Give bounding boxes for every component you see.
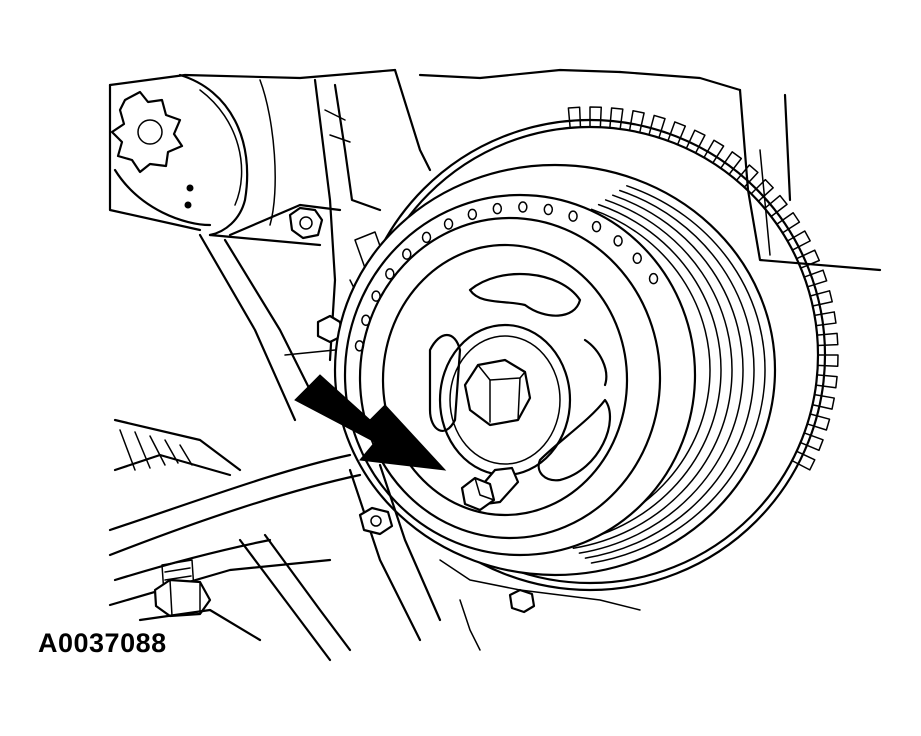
- reluctor-tooth: [816, 332, 839, 347]
- figure-id-label: A0037088: [38, 628, 167, 658]
- timing-hole: [421, 231, 432, 244]
- reluctor-tooth: [648, 114, 666, 139]
- pulley-groove: [590, 185, 766, 564]
- stud-nut: [138, 559, 262, 642]
- reluctor-tooth: [776, 212, 801, 234]
- reluctor-tooth: [813, 311, 837, 327]
- reluctor-tooth: [750, 178, 774, 203]
- timing-cover: [110, 73, 322, 247]
- reluctor-tooth: [799, 432, 824, 452]
- timing-hole: [361, 314, 371, 327]
- timing-hole: [648, 272, 659, 285]
- reluctor-tooth: [786, 230, 811, 251]
- engine-block-outline: [108, 68, 882, 272]
- reluctor-tooth: [720, 151, 743, 176]
- alignment-bolt: [460, 466, 520, 512]
- reluctor-tooth: [667, 121, 687, 146]
- pulley-groove: [578, 194, 744, 554]
- crankshaft-pulley: [333, 163, 777, 577]
- pulley-groove: [572, 199, 733, 549]
- timing-hole: [591, 220, 602, 233]
- reluctor-teeth: [567, 106, 839, 471]
- reluctor-tooth: [809, 290, 833, 307]
- timing-hole: [354, 340, 365, 352]
- pulley-grooves: [560, 185, 766, 564]
- timing-hole: [385, 268, 395, 280]
- timing-hole: [518, 201, 528, 213]
- timing-hole: [443, 218, 454, 230]
- reluctor-tooth: [735, 164, 759, 188]
- lower-hose-assembly: [108, 418, 641, 662]
- reluctor-tooth: [609, 107, 624, 130]
- timing-hole: [467, 208, 478, 221]
- timing-hole: [632, 252, 643, 265]
- timing-hole: [568, 210, 578, 222]
- reluctor-tooth: [685, 129, 706, 154]
- reluctor-tooth: [806, 413, 831, 431]
- timing-hole: [402, 248, 412, 260]
- pulley-groove: [584, 189, 755, 559]
- pulley-groove: [566, 203, 722, 545]
- timing-hole: [371, 290, 381, 302]
- reluctor-tooth: [811, 393, 835, 410]
- reluctor-tooth: [817, 354, 839, 367]
- timing-hole: [613, 235, 623, 247]
- reluctor-tooth: [763, 194, 788, 218]
- reluctor-tooth: [628, 110, 645, 134]
- reluctor-tooth: [589, 106, 602, 128]
- timing-holes: [354, 201, 659, 352]
- timing-hole: [543, 203, 554, 216]
- arrow-icon: [294, 374, 447, 471]
- timing-hole: [492, 202, 503, 215]
- reluctor-tooth: [803, 269, 828, 288]
- reluctor-tooth: [795, 249, 821, 269]
- reluctor-tooth: [567, 106, 582, 129]
- mount-bracket: [198, 78, 386, 422]
- reluctor-tooth: [815, 374, 838, 389]
- reluctor-tooth: [703, 139, 725, 164]
- reluctor-tooth: [791, 450, 816, 471]
